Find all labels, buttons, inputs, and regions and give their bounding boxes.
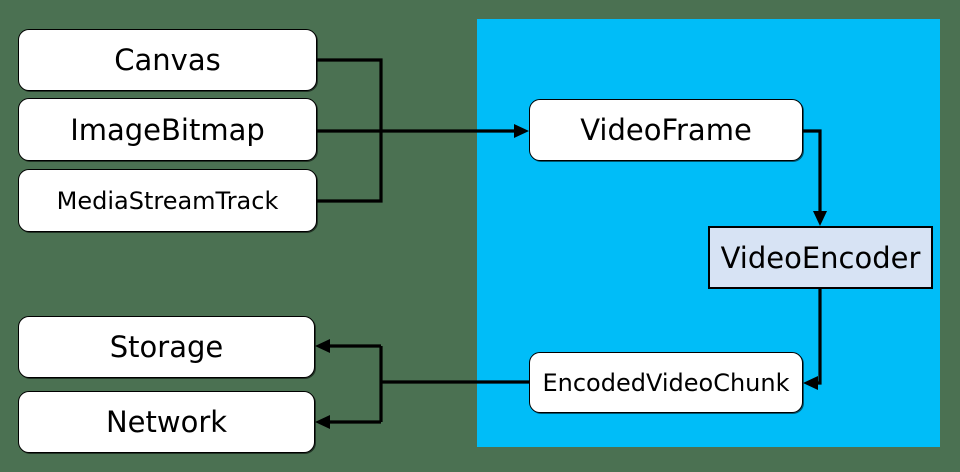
- node-canvas: Canvas: [18, 29, 317, 91]
- node-encodedvideochunk-label: EncodedVideoChunk: [542, 368, 790, 397]
- node-videoframe: VideoFrame: [529, 99, 803, 161]
- node-encodedvideochunk: EncodedVideoChunk: [529, 352, 803, 413]
- node-storage: Storage: [18, 316, 315, 378]
- edge-canvas-bus: [317, 58, 383, 203]
- node-imagebitmap-label: ImageBitmap: [70, 112, 265, 147]
- node-canvas-label: Canvas: [114, 43, 221, 77]
- node-mediastreamtrack: MediaStreamTrack: [18, 169, 317, 232]
- node-videoframe-label: VideoFrame: [580, 113, 752, 147]
- node-storage-label: Storage: [109, 330, 224, 364]
- arrowhead-storage: [315, 339, 330, 353]
- node-videoencoder: VideoEncoder: [708, 226, 933, 289]
- node-network: Network: [18, 391, 315, 453]
- arrowhead-network: [315, 415, 330, 429]
- node-network-label: Network: [105, 405, 228, 439]
- node-mediastreamtrack-label: MediaStreamTrack: [56, 186, 279, 215]
- node-imagebitmap: ImageBitmap: [18, 98, 317, 161]
- node-videoencoder-label: VideoEncoder: [720, 240, 921, 275]
